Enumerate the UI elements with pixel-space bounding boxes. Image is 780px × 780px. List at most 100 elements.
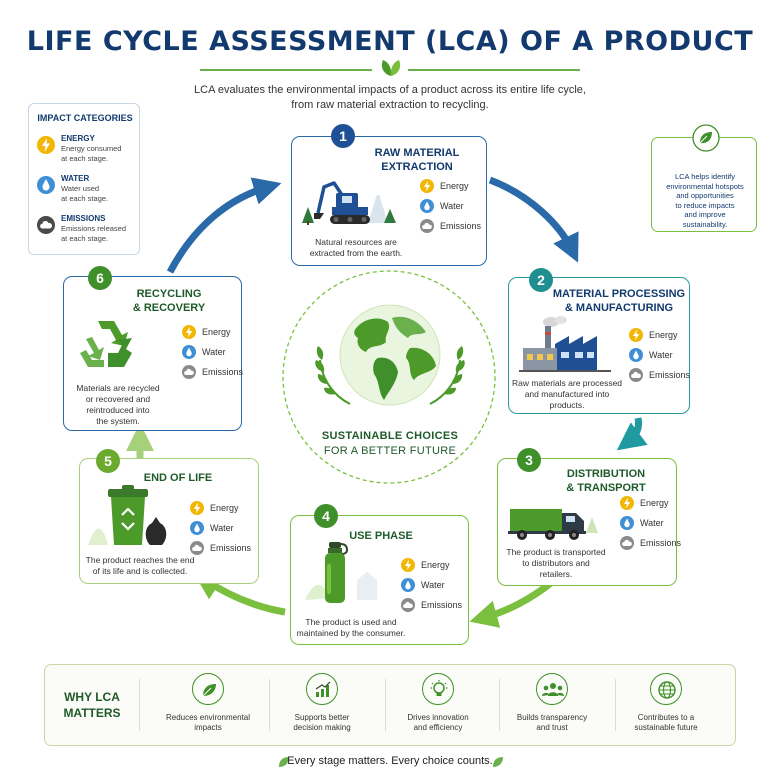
impact-emissions: Emissions [190, 541, 251, 555]
page-title: LIFE CYCLE ASSESSMENT (LCA) OF A PRODUCT [26, 26, 754, 57]
leaf-icon [493, 757, 503, 767]
lightning-icon [190, 501, 204, 515]
stage-description: The product is used and maintained by th… [296, 617, 406, 638]
stage-card-use-phase: USE PHASE Energy Water Emissions The pro… [290, 515, 469, 645]
water-drop-icon [190, 521, 204, 535]
legend-item-water: WATER Water used at each stage. [37, 174, 108, 203]
stage-number-badge: 1 [331, 124, 355, 148]
stage-title: DISTRIBUTION & TRANSPORT [566, 468, 646, 494]
why-title: WHY LCA MATTERS [63, 690, 121, 720]
impact-energy: Energy [190, 501, 251, 515]
water-drop-icon [401, 578, 415, 592]
arrow-1-to-2 [488, 176, 579, 263]
divider [139, 679, 140, 731]
water-bottle-icon [305, 542, 377, 603]
divider [269, 679, 270, 731]
stage-title: RAW MATERIAL EXTRACTION [374, 147, 460, 173]
impact-emissions: Emissions [420, 219, 481, 233]
hotspot-note: LCA helps identify environmental hotspot… [651, 124, 757, 232]
legend-item-emissions: EMISSIONS Emissions released at each sta… [37, 214, 126, 243]
lightning-icon [620, 496, 634, 510]
leaves-icon [381, 60, 401, 76]
lightning-icon [182, 325, 196, 339]
truck-icon [508, 509, 598, 540]
stage-title: USE PHASE [349, 530, 413, 542]
stage-impacts: Energy Water Emissions [182, 325, 243, 379]
legend-heading: IMPACT CATEGORIES [37, 113, 133, 123]
divider [615, 679, 616, 731]
stage-description: Materials are recycled or recovered and … [76, 383, 160, 426]
stage-impacts: Energy Water Emissions [401, 558, 462, 612]
divider [385, 679, 386, 731]
stage-number-badge: 3 [517, 448, 541, 472]
factory-icon [519, 316, 611, 372]
cloud-icon [629, 368, 643, 382]
impact-water: Water [620, 516, 681, 530]
recycle-icon [80, 321, 132, 367]
leaf-icon [279, 757, 289, 767]
title-underline-right [408, 69, 580, 71]
center-dashed-ring [282, 270, 496, 484]
cloud-icon [620, 536, 634, 550]
why-item: Builds transparency and trust [497, 673, 607, 733]
impact-water: Water [401, 578, 462, 592]
impact-energy: Energy [182, 325, 243, 339]
arrow-6-to-1 [166, 177, 282, 274]
impact-emissions: Emissions [401, 598, 462, 612]
footer-tagline: Every stage matters. Every choice counts… [287, 755, 493, 767]
globe-icon [650, 673, 682, 705]
stage-number-badge: 6 [88, 266, 112, 290]
subtitle: LCA evaluates the environmental impacts … [194, 84, 586, 111]
impact-water: Water [182, 345, 243, 359]
excavator-icon [302, 181, 396, 225]
why-item: Drives innovation and efficiency [383, 673, 493, 733]
stage-card-distribution-transport: DISTRIBUTION & TRANSPORT Energy Water Em… [497, 458, 681, 586]
center-message: SUSTAINABLE CHOICES FOR A BETTER FUTURE [321, 430, 459, 457]
leaf-badge-icon [692, 124, 720, 152]
arrow-3-to-4 [469, 579, 555, 628]
why-item: Contributes to a sustainable future [611, 673, 721, 733]
stage-card-recycling-recovery: RECYCLING & RECOVERY Energy Water Emissi… [63, 276, 243, 431]
stage-card-raw-material-extraction: RAW MATERIAL EXTRACTION Energy Water Emi… [291, 136, 487, 266]
lightning-icon [401, 558, 415, 572]
stage-number-badge: 5 [96, 449, 120, 473]
stage-description: Natural resources are extracted from the… [309, 237, 403, 258]
impact-water: Water [420, 199, 481, 213]
cloud-icon [420, 219, 434, 233]
impact-energy: Energy [620, 496, 681, 510]
stage-title: END OF LIFE [143, 472, 213, 484]
impact-water: Water [190, 521, 251, 535]
impact-emissions: Emissions [629, 368, 690, 382]
stage-card-material-processing: MATERIAL PROCESSING & MANUFACTURING Ener… [508, 277, 690, 414]
cloud-icon [37, 216, 55, 234]
arrow-2-to-3 [616, 417, 648, 451]
impact-energy: Energy [420, 179, 481, 193]
leaf-icon [192, 673, 224, 705]
impact-energy: Energy [401, 558, 462, 572]
recycling-bin-icon [88, 485, 167, 545]
people-icon [536, 673, 568, 705]
why-lca-matters-panel: WHY LCA MATTERS Reduces environmental im… [44, 664, 736, 746]
water-drop-icon [420, 199, 434, 213]
arrow-4-to-5 [193, 572, 286, 616]
stage-description: The product reaches the end of its life … [85, 555, 195, 576]
stage-description: Raw materials are processed and manufact… [511, 378, 623, 410]
impact-categories-legend: IMPACT CATEGORIES ENERGY Energy consumed… [28, 103, 140, 255]
stage-description: The product is transported to distributo… [506, 547, 606, 579]
stage-card-end-of-life: END OF LIFE Energy Water Emissions The p… [79, 458, 259, 584]
water-drop-icon [629, 348, 643, 362]
stage-title: RECYCLING & RECOVERY [132, 288, 206, 314]
bar-chart-icon [306, 673, 338, 705]
why-item: Reduces environmental impacts [153, 673, 263, 733]
cloud-icon [401, 598, 415, 612]
legend-item-energy: ENERGY Energy consumed at each stage. [37, 134, 121, 163]
water-drop-icon [182, 345, 196, 359]
stage-impacts: Energy Water Emissions [620, 496, 681, 550]
cloud-icon [182, 365, 196, 379]
title-underline-left [200, 69, 372, 71]
stage-number-badge: 2 [529, 268, 553, 292]
stage-number-badge: 4 [314, 504, 338, 528]
impact-energy: Energy [629, 328, 690, 342]
lightning-icon [629, 328, 643, 342]
